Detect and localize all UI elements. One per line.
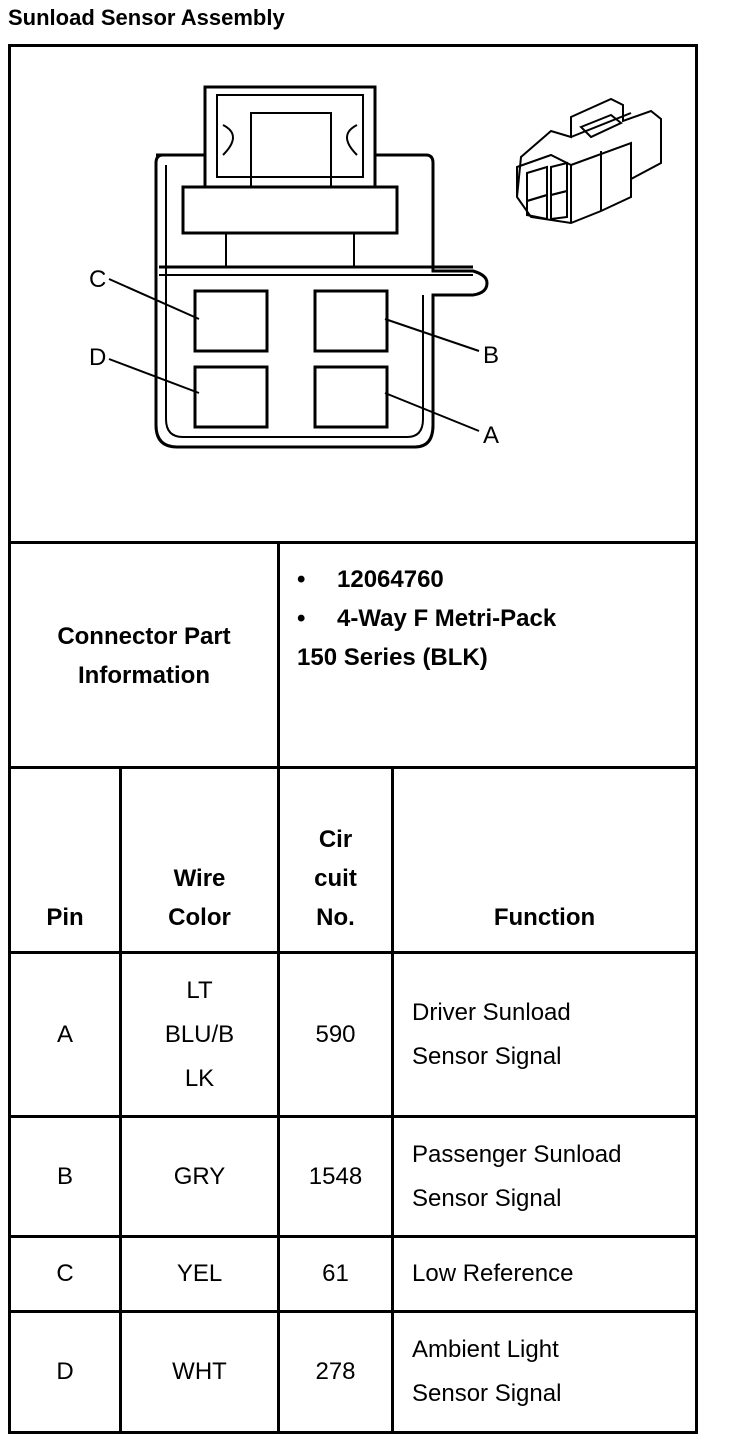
header-pin: Pin <box>46 904 84 931</box>
row-a-pin: A <box>56 1020 73 1048</box>
row-b-circuit: 1548 <box>308 1162 363 1190</box>
row-d-circuit: 278 <box>315 1358 356 1385</box>
divider <box>8 1235 698 1238</box>
column-divider <box>277 541 280 1431</box>
divider <box>8 541 698 544</box>
connector-part-info-label: Connector Part Information <box>57 623 231 689</box>
header-function: Function <box>493 904 596 931</box>
pin-label-c: C <box>89 266 106 293</box>
connector-series: 150 Series (BLK) <box>297 644 488 671</box>
row-c-circuit: 61 <box>322 1260 349 1287</box>
column-divider <box>119 766 122 1431</box>
row-a-function: Driver Sunload Sensor Signal <box>412 998 571 1070</box>
connector-diagram: C D B A <box>89 85 662 449</box>
pin-label-b: B <box>483 342 499 369</box>
divider <box>8 1310 698 1313</box>
connector-type: •4-Way F Metri-Pack <box>297 605 557 632</box>
row-d-function: Ambient Light Sensor Signal <box>412 1336 562 1407</box>
divider <box>8 1431 698 1434</box>
row-b-function: Passenger Sunload Sensor Signal <box>412 1140 622 1212</box>
header-circuit: Cir cuit No. <box>314 826 357 931</box>
column-divider <box>391 766 394 1431</box>
page-title: Sunload Sensor Assembly <box>8 5 285 30</box>
connector-type-text: 4-Way F Metri-Pack <box>337 605 557 632</box>
divider <box>8 766 698 769</box>
row-c-pin: C <box>56 1260 74 1287</box>
row-d-wire: WHT <box>172 1358 227 1385</box>
connector-table-frame <box>8 44 698 1434</box>
row-b-pin: B <box>56 1162 73 1190</box>
row-c-wire: YEL <box>176 1260 223 1287</box>
row-a-wire: LT BLU/B LK <box>164 976 235 1092</box>
row-a-circuit: 590 <box>315 1020 356 1048</box>
divider <box>8 1115 698 1118</box>
divider <box>8 951 698 954</box>
part-number: •12064760 <box>297 566 444 593</box>
part-number-text: 12064760 <box>337 566 444 593</box>
row-c-function: Low Reference <box>412 1260 574 1287</box>
row-b-wire: GRY <box>173 1162 226 1190</box>
row-d-pin: D <box>56 1358 74 1385</box>
pin-label-d: D <box>89 344 106 371</box>
pin-label-a: A <box>483 422 499 449</box>
header-wire-color: Wire Color <box>168 865 231 931</box>
connector-part-info-values: •12064760 •4-Way F Metri-Pack 150 Series… <box>297 560 556 677</box>
